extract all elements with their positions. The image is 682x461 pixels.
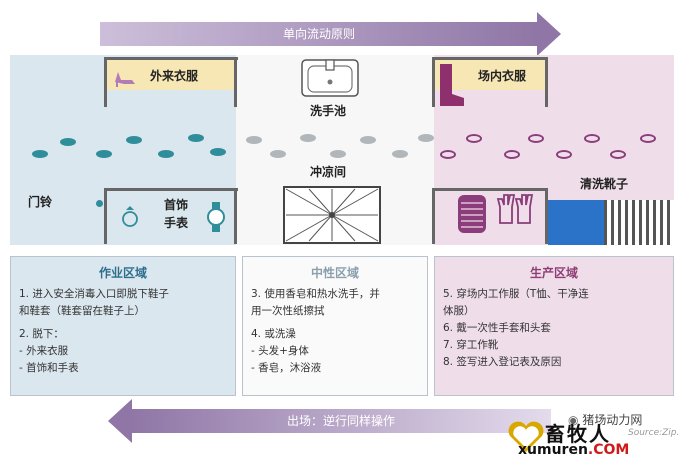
wall-left-vert — [104, 57, 107, 107]
top-flow-arrow: 单向流动原则 — [100, 22, 538, 46]
footprint-icon — [210, 148, 226, 156]
footprint-icon — [126, 136, 142, 144]
jewelry-label-line1: 首饰 — [164, 198, 189, 212]
shower-drain-icon — [283, 186, 381, 244]
footprint-icon — [440, 150, 456, 159]
wall-mid-left-vert — [234, 57, 237, 107]
footprint-icon — [528, 134, 544, 143]
bottom-arrow-head — [108, 399, 132, 443]
wall-right-vert — [545, 57, 548, 107]
production-zone-line: 5. 穿场内工作服（T恤、干净连 — [443, 288, 589, 300]
boot-wash-label: 清洗靴子 — [580, 177, 629, 191]
brand-name: 畜牧人 — [545, 422, 611, 446]
footprint-icon — [60, 138, 76, 146]
footprint-icon — [158, 150, 174, 158]
production-zone-panel: 生产区域 5. 穿场内工作服（T恤、干净连 体服） 6. 戴一次性手套和头套 7… — [434, 256, 674, 396]
footprint-icon — [360, 136, 376, 144]
ring-icon — [122, 206, 138, 227]
top-flow-label: 单向流动原则 — [282, 27, 355, 41]
neutral-zone-line: 3. 使用香皂和热水洗手，并 — [251, 288, 380, 300]
footprint-icon — [584, 134, 600, 143]
footprint-icon — [418, 134, 434, 142]
work-zone-line: 2. 脱下： — [19, 328, 64, 340]
doorbell-icon — [96, 200, 103, 207]
wall-mid-right-vert — [432, 57, 435, 107]
footprint-icon — [466, 134, 482, 143]
production-zone-line: 6. 戴一次性手套和头套 — [443, 322, 551, 334]
wall-top-right — [432, 57, 548, 60]
bottom-flow-label: 出场：逆行同样操作 — [286, 414, 395, 428]
brand-domain: xumuren.COM — [518, 442, 629, 458]
footprint-icon — [96, 150, 112, 158]
work-zone-line: 和鞋套（鞋套留在鞋子上） — [19, 305, 145, 317]
footprint-icon — [300, 134, 316, 142]
neutral-zone-line: - 头发+身体 — [251, 345, 309, 357]
work-zone-line: - 外来衣服 — [19, 345, 69, 357]
neutral-zone-panel: 中性区域 3. 使用香皂和热水洗手，并 用一次性纸擦拭 4. 或洗澡 - 头发+… — [242, 256, 428, 396]
doorbell-label: 门铃 — [28, 195, 53, 209]
footprint-icon — [330, 150, 346, 158]
inside-clothes-label: 场内衣服 — [478, 69, 527, 83]
production-zone-line: 体服） — [443, 305, 475, 317]
shower-label: 冲凉间 — [310, 165, 347, 179]
wall-bottom-right — [432, 188, 548, 191]
production-zone-line: 8. 签写进入登记表及原因 — [443, 356, 562, 368]
wall-bottom-left-vert — [104, 188, 107, 244]
production-zone-line: 7. 穿工作靴 — [443, 339, 499, 351]
footprint-icon — [556, 150, 572, 159]
high-heel-icon — [115, 72, 135, 87]
outside-clothes-banner — [106, 60, 236, 90]
brand-domain-main: xumuren — [518, 442, 588, 458]
watch-icon — [207, 202, 225, 232]
neutral-zone-line: 用一次性纸擦拭 — [251, 305, 325, 317]
wechat-icon: ◉ — [568, 413, 579, 427]
footprint-icon — [640, 134, 656, 143]
work-zone-line: 1. 进入安全消毒入口即脱下鞋子 — [19, 288, 169, 300]
boot-wash-grate — [604, 200, 674, 245]
footprint-icon — [188, 134, 204, 142]
footprint-icon — [504, 150, 520, 159]
neutral-zone-line: - 香皂，沐浴液 — [251, 362, 322, 374]
wall-bottom-mid-right — [432, 188, 435, 244]
production-zone-title: 生产区域 — [529, 266, 578, 280]
footprint-icon — [32, 150, 48, 158]
wechat-account-name: 猪场动力网 — [582, 413, 643, 427]
watermark-source: Source:Zip. — [628, 428, 680, 438]
boot-icon — [440, 64, 464, 106]
brand-domain-tld: .COM — [587, 442, 630, 458]
gloves-icon — [496, 194, 534, 224]
coverall-icon — [458, 195, 486, 233]
boot-wash-area — [548, 200, 604, 245]
inside-clothes-banner — [434, 60, 548, 90]
outside-clothes-label: 外来衣服 — [150, 69, 199, 83]
footprint-icon — [392, 150, 408, 158]
sink-label: 洗手池 — [310, 104, 347, 118]
heart-logo-icon — [508, 421, 544, 452]
sink-icon — [301, 59, 359, 97]
footprint-icon — [246, 136, 262, 144]
top-arrow-head — [537, 12, 561, 56]
neutral-zone-title: 中性区域 — [310, 266, 359, 280]
watermark-wechat: ◉ 猪场动力网 — [568, 411, 642, 428]
bottom-flow-arrow: 出场：逆行同样操作 — [131, 409, 551, 433]
work-zone-title: 作业区域 — [98, 266, 147, 280]
work-zone-panel: 作业区域 1. 进入安全消毒入口即脱下鞋子 和鞋套（鞋套留在鞋子上） 2. 脱下… — [10, 256, 236, 396]
neutral-zone-line: 4. 或洗澡 — [251, 328, 296, 340]
footprint-icon — [270, 150, 286, 158]
wall-bottom-right-vert — [545, 188, 548, 244]
wall-bottom-mid-left — [234, 188, 237, 244]
wall-bottom-left — [104, 188, 238, 191]
footprint-icon — [610, 150, 626, 159]
jewelry-label-line2: 手表 — [164, 216, 189, 230]
wall-top-left — [104, 57, 238, 60]
work-zone-line: - 首饰和手表 — [19, 362, 79, 374]
